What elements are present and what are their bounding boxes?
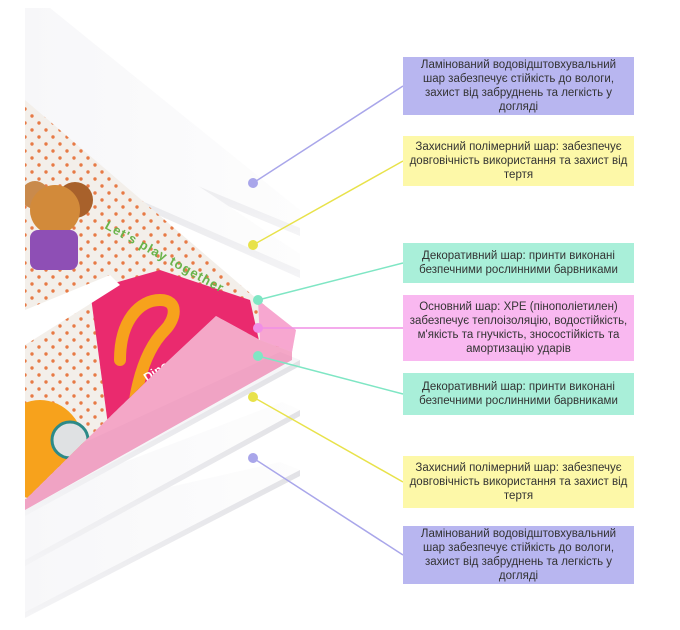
connector-line-bottom-decor [257, 355, 404, 395]
connector-line-top-laminate [252, 85, 404, 184]
callout-top-decor: Декоративний шар: принти виконані безпеч… [403, 243, 634, 283]
bottom-laminate-sheet [25, 462, 300, 618]
callout-text: Захисний полімерний шар: забезпечує довг… [409, 141, 628, 181]
connector-line-top-polymer [252, 160, 404, 246]
connector-lines [248, 85, 404, 556]
callout-top-polymer: Захисний полімерний шар: забезпечує довг… [403, 136, 634, 186]
callout-bottom-laminate: Ламінований водовідштовхувальний шар заб… [403, 526, 634, 584]
callout-top-laminate: Ламінований водовідштовхувальний шар заб… [403, 57, 634, 115]
callout-bottom-polymer: Захисний полімерний шар: забезпечує довг… [403, 456, 634, 508]
connector-dot-bottom-decor [253, 351, 263, 361]
callout-text: Декоративний шар: принти виконані безпеч… [419, 250, 618, 276]
connector-dot-bottom-polymer [248, 392, 258, 402]
connector-dot-top-polymer [248, 240, 258, 250]
callout-text: Ламінований водовідштовхувальний шар заб… [420, 59, 617, 113]
connector-dot-top-laminate [248, 178, 258, 188]
callout-text: Ламінований водовідштовхувальний шар заб… [420, 528, 617, 582]
connector-line-top-decor [257, 262, 404, 301]
connector-line-bottom-polymer [252, 396, 404, 483]
callout-bottom-decor: Декоративний шар: принти виконані безпеч… [403, 373, 634, 415]
callout-text: Основний шар: XPE (пінополіетилен) забез… [409, 301, 628, 355]
connector-dot-top-decor [253, 295, 263, 305]
callout-text: Декоративний шар: принти виконані безпеч… [419, 381, 618, 407]
callout-text: Захисний полімерний шар: забезпечує довг… [409, 462, 628, 502]
connector-dot-bottom-laminate [248, 453, 258, 463]
connector-line-bottom-laminate [252, 457, 404, 556]
connector-dot-core [253, 323, 263, 333]
callout-core: Основний шар: XPE (пінополіетилен) забез… [403, 295, 634, 361]
bottom-polymer-sheet [25, 402, 300, 566]
